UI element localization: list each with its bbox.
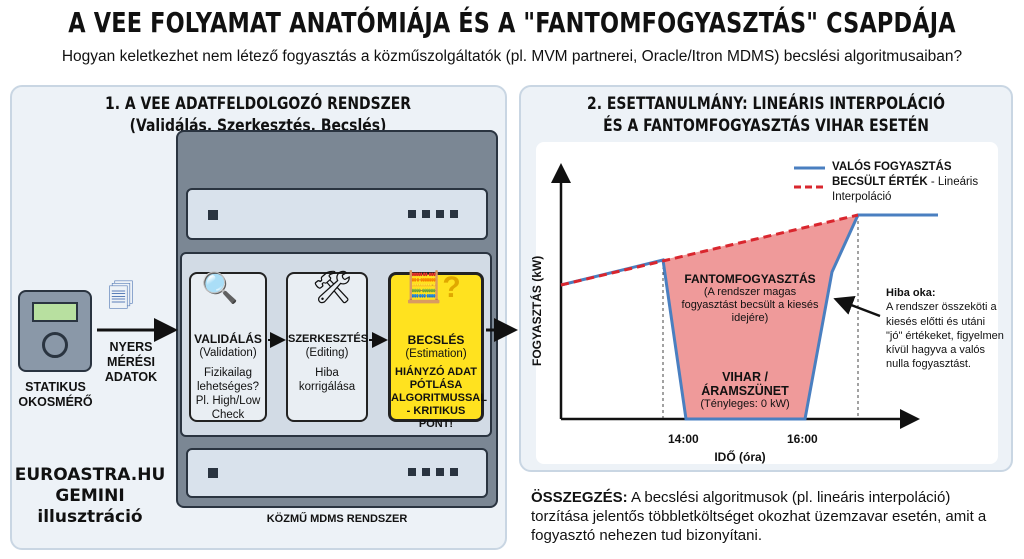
step-title: BECSLÉS (407, 333, 465, 347)
legend-estimate: BECSÜLT ÉRTÉK (832, 176, 928, 188)
step-desc: Hiba korrigálása (298, 367, 356, 393)
server-unit-bottom (186, 448, 488, 498)
step-desc: Fizikailag lehetséges? Pl. High/Low Chec… (195, 367, 261, 421)
server-label: KÖZMŰ MDMS RENDSZER (266, 513, 408, 525)
server-unit-top (186, 188, 488, 240)
estimate-line (560, 213, 859, 287)
legend-real: VALÓS FOGYASZTÁS (832, 161, 952, 173)
case-title-1: 2. ESETTANULMÁNY: LINEÁRIS INTERPOLÁCIÓ (587, 94, 945, 114)
step-desc: HIÁNYZÓ ADAT PÓTLÁSA ALGORITMUSSAL - KRI… (391, 366, 487, 430)
error-arrow (833, 295, 881, 318)
error-cause-note: Hiba oka: A rendszer összeköti a kiesés … (886, 287, 1004, 371)
step-title: SZERKESZTÉS (288, 333, 369, 345)
case-title-2: ÉS A FANTOMFOGYASZTÁS VIHAR ESETÉN (603, 116, 929, 136)
summary: ÖSSZEGZÉS: A becslési algoritmusok (pl. … (531, 489, 987, 544)
chart-legend: VALÓS FOGYASZTÁS BECSÜLT ÉRTÉK - Lineári… (832, 160, 982, 205)
page-subtitle: Hogyan keletkezhet nem létező fogyasztás… (61, 48, 963, 65)
y-axis-label: FOGYASZTÁS (kW) (530, 255, 544, 366)
step-title: VALIDÁLÁS (194, 332, 262, 346)
step-english: (Estimation) (405, 348, 467, 360)
tick-16: 16:00 (787, 432, 818, 446)
step-validation: 🔍 VALIDÁLÁS (Validation) Fizikailag lehe… (189, 272, 267, 422)
step-estimation: 🧮? BECSLÉS (Estimation) HIÁNYZÓ ADAT PÓT… (388, 272, 487, 430)
storm-annotation: VIHAR / ÁRAMSZÜNET (Tényleges: 0 kW) (700, 370, 790, 410)
data-files-icon: 🗐 (108, 281, 134, 311)
smart-meter-icon (18, 290, 92, 372)
x-axis-label: IDŐ (óra) (714, 450, 766, 464)
tick-14: 14:00 (668, 432, 699, 446)
vee-panel-title: 1. A VEE ADATFELDOLGOZÓ RENDSZER (105, 94, 411, 114)
raw-data-label: NYERS MÉRÉSI ADATOK (104, 340, 158, 384)
phantom-area (663, 215, 858, 419)
page-title: A VEE FOLYAMAT ANATÓMIÁJA ÉS A "FANTOMFO… (68, 6, 956, 39)
phantom-annotation: FANTOMFOGYASZTÁS (A rendszer magas fogya… (681, 272, 819, 325)
step-english: (Validation) (199, 347, 257, 359)
step-editing: 🛠 SZERKESZTÉS (Editing) Hiba korrigálása (286, 271, 369, 422)
meter-label: STATIKUS OKOSMÉRŐ (18, 380, 93, 409)
legend-estimate-desc: - Lineáris Interpoláció (832, 176, 979, 203)
step-english: (Editing) (305, 347, 349, 359)
